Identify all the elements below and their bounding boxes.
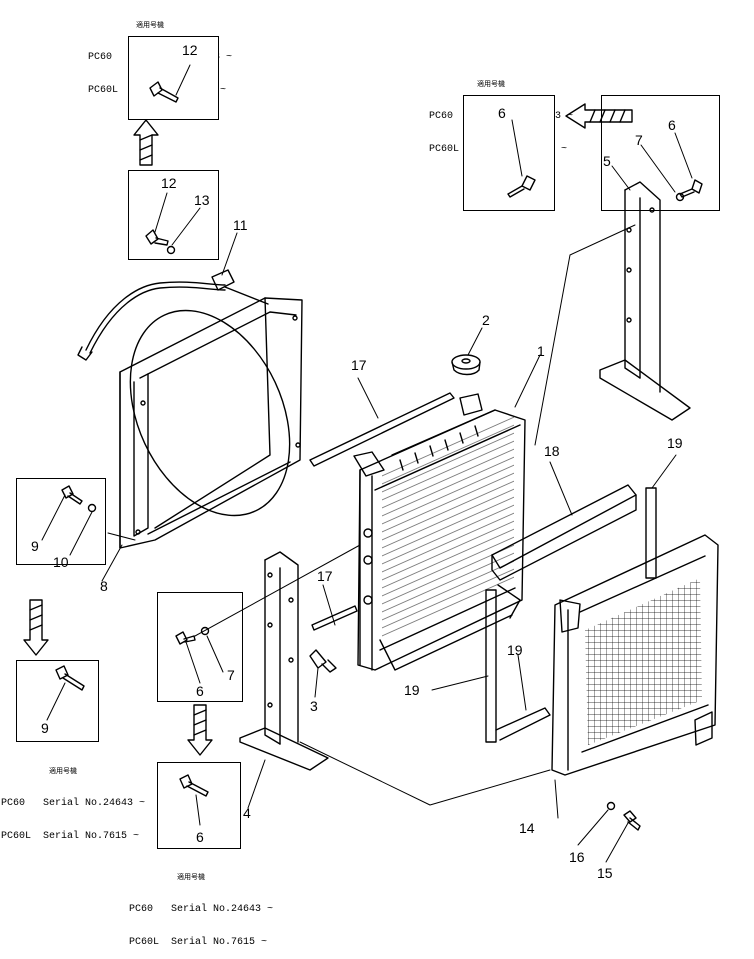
washer-7-top — [675, 192, 685, 202]
bolt-6-new-top — [507, 175, 536, 198]
model-name: PC60 — [429, 111, 454, 122]
model-name: PC60L — [88, 85, 119, 96]
serial-range: Serial No.7615 ~ — [171, 937, 268, 948]
applicability-header: 適用号機 — [49, 768, 77, 776]
detail-box-bolt-9-washer-10 — [16, 478, 106, 565]
drain-hose — [77, 269, 269, 361]
callout-16: 16 — [569, 849, 585, 865]
bolt-9-new — [55, 665, 85, 691]
radiator-cap — [451, 354, 481, 376]
model-name: PC60 — [129, 904, 154, 915]
washer-13 — [166, 245, 176, 255]
callout-7-top: 7 — [635, 132, 643, 148]
callout-6-box-lower: 6 — [196, 829, 204, 845]
serial-range: Serial No.7615 ~ — [43, 831, 140, 842]
callout-8: 8 — [100, 578, 108, 594]
seals — [309, 392, 657, 743]
callout-6-box-top: 6 — [498, 105, 506, 121]
callout-10: 10 — [53, 554, 69, 570]
callout-4: 4 — [243, 805, 251, 821]
bolt-12-new — [149, 81, 179, 103]
callout-17-top: 17 — [351, 357, 367, 373]
model-name: PC60L — [129, 937, 160, 948]
radiator-stay-left — [239, 551, 329, 771]
callout-19-mid: 19 — [507, 642, 523, 658]
bolt-6-new-bottom — [179, 774, 209, 797]
callout-3: 3 — [310, 698, 318, 714]
oil-cooler — [551, 534, 719, 776]
drain-cock — [309, 649, 337, 673]
detail-box-bolt-6-washer-7-bottom — [157, 592, 243, 702]
radiator-stay-right — [599, 181, 691, 421]
arrows — [23, 103, 633, 756]
model-name: PC60L — [429, 144, 460, 155]
washer-7-bottom — [200, 626, 210, 636]
callout-19-left: 19 — [404, 682, 420, 698]
callout-12-mid: 12 — [161, 175, 177, 191]
callout-14: 14 — [519, 820, 535, 836]
bolt-6-old-top — [679, 179, 703, 198]
detail-box-bolt-6-new-top — [463, 95, 555, 211]
callout-7-bottom: 7 — [227, 667, 235, 683]
serial-range: Serial No.24643 ~ — [171, 904, 274, 915]
callout-15: 15 — [597, 865, 613, 881]
callout-6-box-bottom: 6 — [196, 683, 204, 699]
applicability-header: 適用号機 — [136, 22, 164, 30]
callout-13: 13 — [194, 192, 210, 208]
callout-18: 18 — [544, 443, 560, 459]
callout-5: 5 — [603, 153, 611, 169]
washer-10 — [87, 503, 97, 513]
model-name: PC60L — [1, 831, 32, 842]
applicability-header: 適用号機 — [177, 874, 205, 882]
bolt-15 — [623, 810, 641, 831]
callout-1: 1 — [537, 343, 545, 359]
washer-16 — [606, 801, 616, 811]
detail-box-bolt-12-washer-13 — [128, 170, 219, 260]
applicability-header: 適用号機 — [477, 81, 505, 89]
callout-19-right: 19 — [667, 435, 683, 451]
detail-box-bolt-6-new-bottom — [157, 762, 241, 849]
callout-2: 2 — [482, 312, 490, 328]
callout-11: 11 — [233, 217, 248, 233]
model-name: PC60 — [1, 798, 26, 809]
model-name: PC60 — [88, 52, 113, 63]
callout-9-bottom: 9 — [41, 720, 49, 736]
radiator-exploded-view — [23, 64, 719, 863]
bolt-6-old-bottom — [175, 631, 196, 645]
callout-17-mid: 17 — [317, 568, 333, 584]
leader-lines — [41, 64, 693, 863]
applicability-note-bottom-left: 適用号機 PC60 Serial No.24643 ~ PC60L Serial… — [1, 746, 145, 853]
bolt-12-old — [145, 229, 169, 246]
detail-box-bolt-12-new — [128, 36, 219, 120]
serial-range: Serial No.24643 ~ — [43, 798, 146, 809]
callout-6-box-right: 6 — [668, 117, 676, 133]
radiator — [353, 393, 526, 671]
callout-9-top: 9 — [31, 538, 39, 554]
callout-12-top: 12 — [182, 42, 198, 58]
fan-shroud — [119, 297, 303, 549]
